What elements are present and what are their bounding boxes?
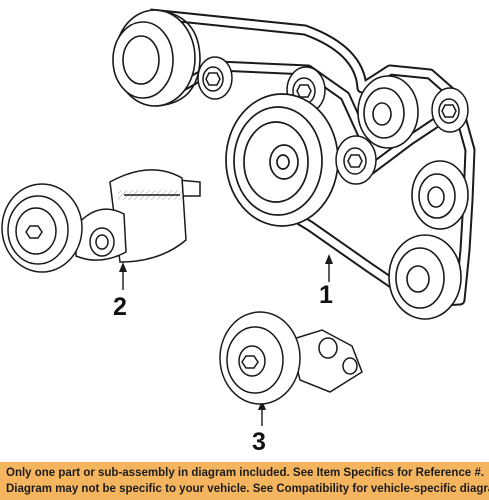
serpentine-belt: [149, 8, 476, 308]
idler-pulley-with-bracket: [219, 311, 363, 405]
callout-label-3: 3: [252, 428, 266, 456]
disclaimer-banner: Only one part or sub-assembly in diagram…: [0, 462, 489, 500]
belt-tensioner-assembly: [1, 169, 201, 273]
idler-pulley-upper-left: [197, 56, 233, 100]
idler-pulley-center: [335, 135, 377, 185]
disclaimer-line-2: Diagram may not be specific to your vehi…: [6, 483, 489, 495]
callout-label-1: 1: [319, 281, 333, 309]
callout-leaders: [119, 254, 333, 426]
ac-compressor-pulley: [388, 234, 462, 320]
water-pump-pulley: [411, 160, 469, 230]
disclaimer-line-1: Only one part or sub-assembly in diagram…: [6, 467, 485, 479]
callout-label-2: 2: [113, 293, 127, 321]
idler-pulley-far-right: [431, 87, 469, 133]
power-steering-pulley: [112, 9, 201, 107]
alternator-pulley: [357, 75, 419, 149]
crankshaft-pulley: [225, 93, 339, 227]
serpentine-belt-diagram: [1, 8, 476, 426]
